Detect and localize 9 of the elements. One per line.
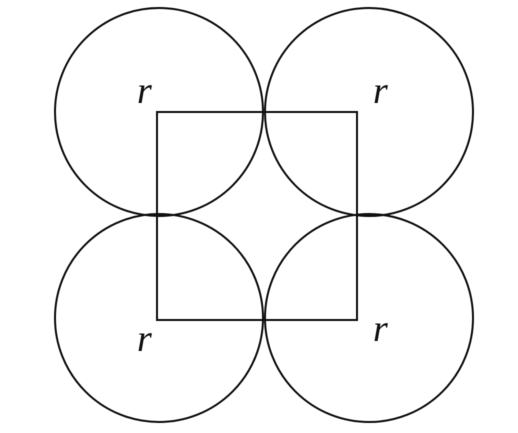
square-outline <box>156 111 358 321</box>
radius-label: r <box>373 310 388 348</box>
radius-label: r <box>137 320 152 358</box>
circle <box>54 213 264 423</box>
circle <box>264 213 474 423</box>
radius-label: r <box>137 72 152 110</box>
circle <box>264 7 474 217</box>
circle <box>54 7 264 217</box>
radius-label: r <box>373 72 388 110</box>
